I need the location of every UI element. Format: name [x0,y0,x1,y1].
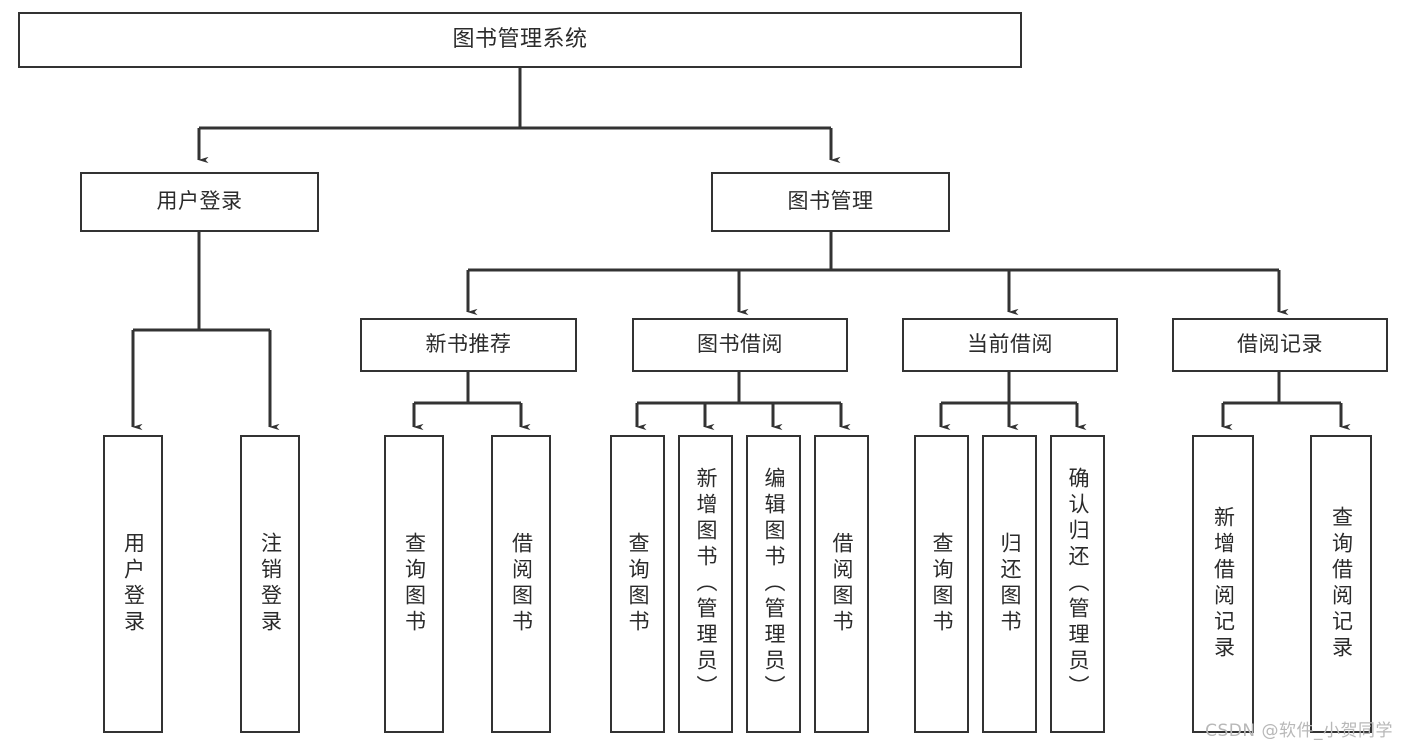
node-new-book-recommend[interactable]: 新书推荐 [360,318,577,372]
node-leaf-query-book-borrow[interactable]: 查询图书 [610,435,665,733]
node-label: 图书管理系统 [452,26,588,52]
node-label: 新增图书（管理员） [694,467,718,701]
node-label: 借阅记录 [1237,332,1323,357]
node-leaf-query-book-current[interactable]: 查询图书 [914,435,969,733]
node-user-login[interactable]: 用户登录 [80,172,319,232]
node-label: 查询图书 [402,532,427,636]
node-leaf-edit-book-admin[interactable]: 编辑图书（管理员） [746,435,801,733]
node-label: 查询借阅记录 [1329,506,1354,662]
node-leaf-add-borrow-record[interactable]: 新增借阅记录 [1192,435,1254,733]
node-label: 借阅图书 [830,532,854,636]
node-current-borrow[interactable]: 当前借阅 [902,318,1118,372]
node-label: 图书管理 [787,189,874,214]
node-book-borrow[interactable]: 图书借阅 [632,318,848,372]
node-label: 新增借阅记录 [1211,506,1236,662]
node-label: 归还图书 [998,532,1022,636]
node-leaf-logout[interactable]: 注销登录 [240,435,300,733]
node-label: 查询图书 [930,532,954,636]
node-book-management[interactable]: 图书管理 [711,172,950,232]
node-leaf-confirm-return-admin[interactable]: 确认归还（管理员） [1050,435,1105,733]
node-leaf-add-book-admin[interactable]: 新增图书（管理员） [678,435,733,733]
csdn-watermark: CSDN @软件_小贺同学 [1205,721,1393,741]
node-leaf-return-book[interactable]: 归还图书 [982,435,1037,733]
node-label: 当前借阅 [967,332,1053,357]
node-borrow-record[interactable]: 借阅记录 [1172,318,1388,372]
node-label: 图书借阅 [697,332,783,357]
node-label: 用户登录 [121,532,146,636]
node-label: 注销登录 [258,532,283,636]
node-leaf-user-login[interactable]: 用户登录 [103,435,163,733]
node-label: 确认归还（管理员） [1066,467,1090,701]
node-leaf-query-borrow-record[interactable]: 查询借阅记录 [1310,435,1372,733]
node-root-book-management-system[interactable]: 图书管理系统 [18,12,1022,68]
node-leaf-borrow-book[interactable]: 借阅图书 [814,435,869,733]
node-label: 新书推荐 [425,332,512,357]
node-label: 用户登录 [156,189,243,214]
node-label: 借阅图书 [509,532,534,636]
node-label: 查询图书 [626,532,650,636]
node-leaf-borrow-book-recommend[interactable]: 借阅图书 [491,435,551,733]
node-label: 编辑图书（管理员） [762,467,786,701]
node-leaf-query-book-recommend[interactable]: 查询图书 [384,435,444,733]
